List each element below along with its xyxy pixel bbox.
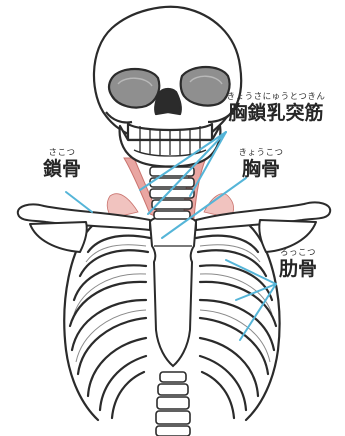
ruby-clavicle: さこつ (34, 148, 90, 158)
spine (156, 372, 190, 436)
text-sternocleidomastoid: 胸鎖乳突筋 (212, 102, 340, 124)
ruby-sternocleidomastoid: きょうさにゅうとつきん (212, 92, 340, 102)
ruby-sternum: きょうこつ (230, 148, 292, 158)
label-clavicle: さこつ 鎖骨 (34, 148, 90, 180)
ruby-ribs: ろっこつ (268, 248, 328, 258)
sternum (150, 216, 196, 366)
label-sternum: きょうこつ 胸骨 (230, 148, 292, 180)
text-ribs: 肋骨 (268, 258, 328, 280)
label-sternocleidomastoid: きょうさにゅうとつきん 胸鎖乳突筋 (212, 92, 340, 124)
text-sternum: 胸骨 (230, 158, 292, 180)
text-clavicle: 鎖骨 (34, 158, 90, 180)
label-ribs: ろっこつ 肋骨 (268, 248, 328, 280)
